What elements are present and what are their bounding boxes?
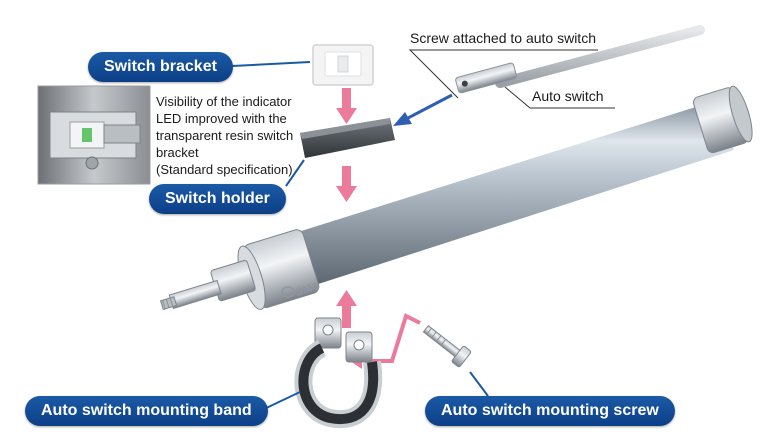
- mounting-band-label: Auto switch mounting band: [25, 396, 268, 426]
- switch-holder-label: Switch holder: [149, 184, 286, 214]
- mounting-screw: [422, 324, 472, 368]
- mounting-band: [294, 317, 383, 429]
- auto-switch: [455, 62, 517, 94]
- note-line: LED improved with the: [156, 111, 287, 126]
- screw-attached-leader: [408, 49, 598, 99]
- blue-insert-arrow: [407, 93, 453, 120]
- pink-arrow-holder: [336, 166, 357, 202]
- note-line: Visibility of the indicator: [156, 94, 292, 109]
- note-line: bracket: [156, 145, 199, 160]
- switch-holder: [300, 118, 395, 158]
- auto-switch-label: Auto switch: [532, 88, 604, 104]
- piston-rod: [159, 279, 222, 311]
- screw-leader: [469, 371, 489, 397]
- led-inset-photo: [37, 85, 151, 185]
- pink-arrow-bracket: [336, 88, 357, 124]
- screw-attached-label: Screw attached to auto switch: [410, 30, 596, 46]
- cylinder-tube: [298, 100, 734, 286]
- band-leader: [261, 391, 301, 411]
- switch-bracket-label: Switch bracket: [88, 52, 233, 82]
- auto-switch-leader: [504, 86, 615, 109]
- auto-switch-cable: [495, 25, 705, 88]
- head-cover: [693, 85, 753, 154]
- bracket-leader: [231, 61, 311, 67]
- note-line: transparent resin switch: [156, 128, 294, 143]
- blue-arrow-head: [393, 112, 412, 126]
- pink-arrow-band: [336, 290, 357, 328]
- led-visibility-note: Visibility of the indicator LED improved…: [156, 93, 316, 178]
- mounting-screw-label: Auto switch mounting screw: [425, 396, 675, 426]
- pink-arrow-screw-path: [365, 313, 421, 363]
- note-line: (Standard specification): [156, 162, 293, 177]
- holder-leader: [285, 159, 305, 187]
- switch-bracket: [312, 44, 374, 86]
